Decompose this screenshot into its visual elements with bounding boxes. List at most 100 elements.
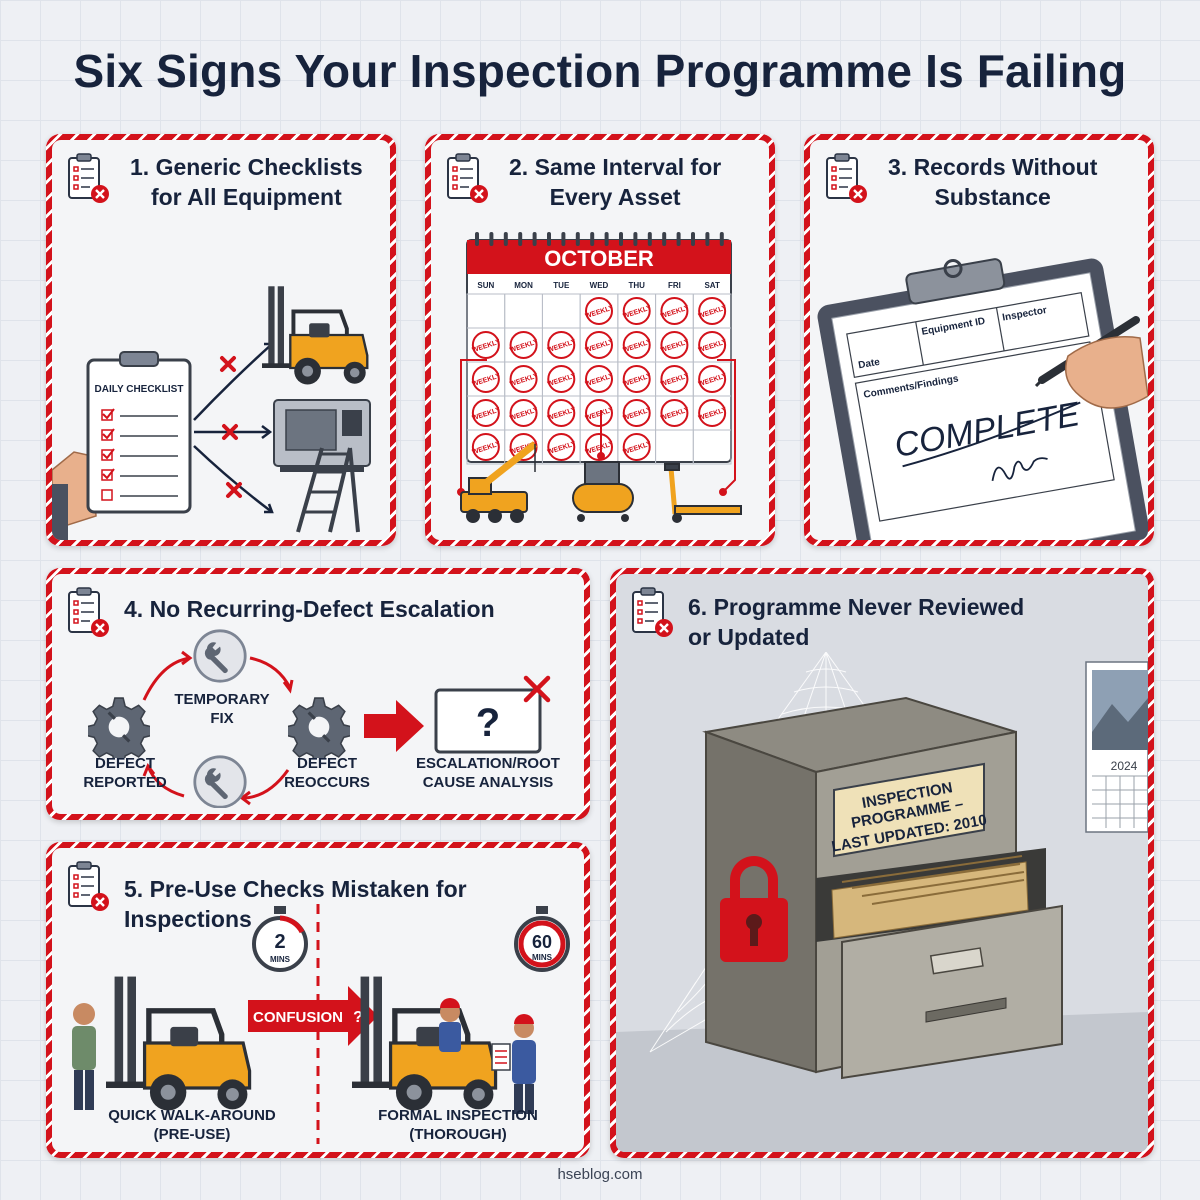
calendar-rings (475, 232, 724, 246)
calendar-ring (662, 232, 667, 246)
calendar-ring (705, 232, 710, 246)
pallet-jack-icon (664, 463, 742, 523)
signature-scribble (991, 457, 1048, 482)
calendar-ring (503, 232, 508, 246)
calendar-ring (604, 232, 609, 246)
inspection-record-illustration: Date Equipment ID Inspector Comments/Fin… (817, 258, 1148, 540)
calendar-ring (547, 232, 551, 246)
weekly-stamp (585, 433, 613, 461)
weekly-stamp (509, 365, 538, 393)
footer-source: hseblog.com (557, 1166, 643, 1183)
red-arrow-icon (364, 700, 424, 752)
panel-programme-never-reviewed: 6. Programme Never Reviewed or Updated 2… (610, 568, 1154, 1158)
panel-title: 5. Pre-Use Checks Mistaken for Inspectio… (124, 876, 467, 932)
weekly-stamp (622, 331, 651, 359)
page-title: Six Signs Your Inspection Programme Is F… (73, 45, 1127, 97)
calendar-ring (619, 232, 623, 246)
defect-reoccurs-label: DEFECT REOCCURS (284, 755, 370, 791)
weekly-stamp (471, 365, 500, 393)
calendar-day-header: MON (514, 281, 533, 290)
weekly-stamp (471, 433, 500, 461)
inspector-worker-icon (439, 998, 461, 1052)
timer-left-value: 2 (274, 931, 285, 953)
weekly-stamp (660, 297, 689, 325)
weekly-stamp (698, 331, 727, 359)
drawer-handle (925, 997, 1007, 1023)
weekly-stamp (698, 297, 727, 325)
calendar-ring (475, 232, 479, 246)
ladder-icon (296, 447, 360, 533)
forklift-icon (352, 977, 496, 1111)
stopwatch-60-min: 60 MINS (514, 906, 570, 972)
weekly-stamp (509, 399, 538, 427)
weekly-stamp (660, 331, 689, 359)
hand-with-pen-icon (1034, 316, 1148, 409)
stopwatch-2-min: 2 MINS (252, 906, 308, 972)
programme-label-plate: INSPECTION PROGRAMME – LAST UPDATED: 201… (830, 762, 988, 858)
red-x-mark (523, 675, 551, 703)
wall-calendar-icon: 2024 (1085, 661, 1148, 833)
calendar-day-header: FRI (668, 281, 681, 290)
panel-title: 6. Programme Never Reviewed or Updated (688, 594, 1025, 650)
calendar-ring (719, 232, 724, 246)
timer-right-value: 60 (532, 932, 552, 952)
calendar-ring (561, 232, 566, 246)
calendar-day-header: SUN (477, 281, 494, 290)
weekly-stamp (471, 331, 500, 359)
weekly-stamp (622, 433, 651, 461)
calendar-ring (532, 232, 537, 246)
calendar-month: OCTOBER (544, 246, 654, 271)
cnc-machine-icon (273, 399, 371, 472)
weekly-stamp (660, 399, 689, 427)
air-compressor-icon (572, 461, 634, 522)
red-x-marks (220, 356, 242, 498)
calendar-day-header: TUE (553, 281, 570, 290)
panel-records-without-substance: 3. Records Without Substance Date Equipm… (804, 134, 1154, 546)
question-mark: ? (476, 701, 500, 745)
defect-cycle-illustration: ? (52, 628, 551, 808)
calendar-ring (633, 232, 638, 246)
confusion-arrow (248, 986, 378, 1046)
weekly-stamp (547, 433, 576, 461)
timer-right-unit: MINS (532, 953, 553, 962)
weekly-stamp (471, 399, 500, 427)
weekly-stamp (547, 365, 576, 393)
calendar-ring (676, 232, 681, 246)
asset-connectors (457, 359, 736, 496)
weekly-stamp (660, 365, 689, 393)
clipboard-x-icon (630, 586, 674, 638)
forklift-icon (262, 286, 367, 384)
filing-cabinet-illustration: 2024 INSPECTION PROGRAMME – (616, 652, 1148, 1152)
weekly-stamp (622, 297, 651, 325)
worker-icon (72, 1003, 96, 1110)
panel-recurring-defect: 4. No Recurring-Defect Escalation ? TEMP… (46, 568, 590, 820)
clipboard-x-icon (66, 152, 110, 204)
weekly-stamp (547, 331, 576, 359)
pre-use-vs-inspection-illustration: 2 MINS 60 MINS CONFUSION ? (72, 904, 570, 1144)
weekly-stamp (622, 365, 651, 393)
weekly-stamp (622, 399, 651, 427)
panel-title: 4. No Recurring-Defect Escalation (124, 596, 495, 622)
checklist-rows (101, 408, 178, 501)
timer-left-unit: MINS (270, 955, 291, 964)
weekly-stamp (585, 365, 613, 393)
calendar-day-header: THU (628, 281, 645, 290)
weekly-stamp (585, 297, 613, 325)
escalation-label: ESCALATION/ROOT CAUSE ANALYSIS (416, 755, 560, 791)
calendar-day-header: WED (590, 281, 609, 290)
clipboard-worker-icon (491, 1014, 536, 1114)
calendar-year: 2024 (1111, 759, 1138, 773)
defect-reported-label: DEFECT REPORTED (83, 755, 167, 791)
weekly-stamp (698, 399, 727, 427)
calendar-ring (518, 232, 523, 246)
wrench-icon (195, 631, 245, 681)
weekly-stamp (698, 365, 727, 393)
confusion-question: ? (353, 1009, 363, 1026)
calendar-day-headers: SUN MON TUE WED THU FRI SAT (477, 281, 720, 290)
calendar-day-header: SAT (704, 281, 720, 290)
clipboard-x-icon (824, 152, 868, 204)
clipboard-x-icon (445, 152, 489, 204)
calendar-ring (590, 232, 595, 246)
mobile-crane-icon (460, 441, 538, 523)
